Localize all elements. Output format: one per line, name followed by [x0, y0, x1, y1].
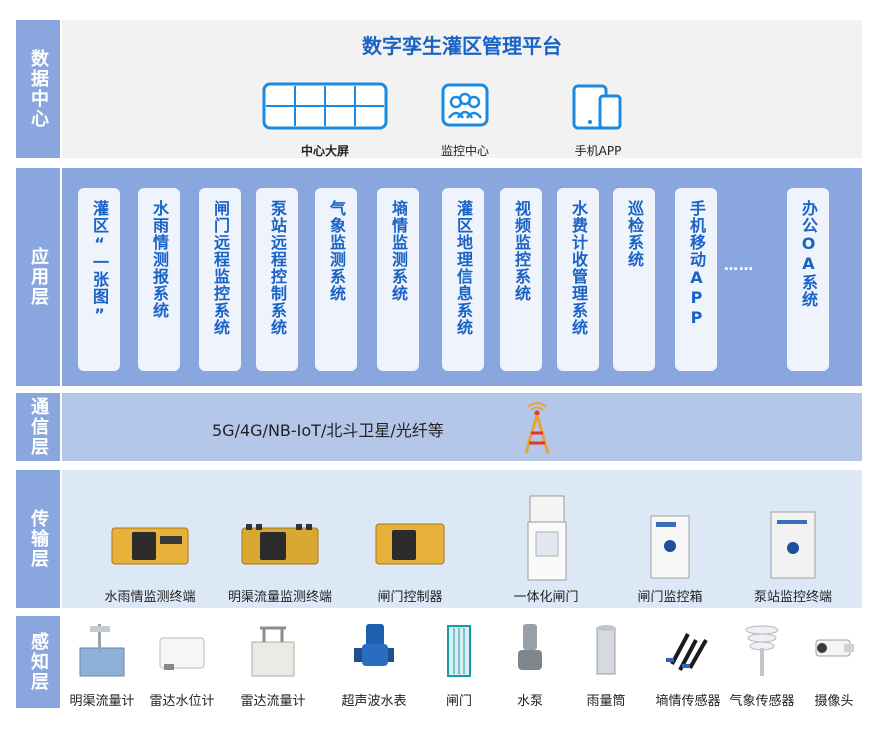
app-card-pump-remote: 泵站远程控制系统 [256, 188, 298, 371]
radar-level-meter-icon [159, 637, 205, 670]
communication-text: 5G/4G/NB-IoT/北斗卫星/光纤等 [212, 421, 444, 440]
channel-flow-meter-icon [79, 624, 125, 677]
gate-sensor: 闸门 [444, 620, 474, 709]
monitor-center-icon [441, 83, 489, 127]
layer-label-application: 应用层 [16, 168, 60, 386]
app-card-mobile-app: 手机移动APP [675, 188, 717, 371]
pump-station-terminal-icon [770, 511, 816, 579]
monitor-center-label: 监控中心 [440, 144, 489, 158]
gate-icon [447, 625, 471, 677]
rain-gauge: 雨量筒 [586, 620, 626, 709]
camera: 摄像头 [810, 620, 858, 709]
big-screen-icon [262, 82, 388, 130]
radar-flow-meter-icon [251, 626, 295, 677]
gate-monitor-box: 闸门监控箱 [637, 514, 703, 605]
pump-icon [518, 624, 542, 670]
radar-level-meter: 雷达水位计 [149, 620, 215, 709]
channel-flow-meter: 明渠流量计 [69, 620, 135, 709]
layer-label-data-center: 数据中心 [16, 20, 60, 158]
gate-controller: 闸门控制器 [374, 518, 446, 605]
app-card-inspection: 巡检系统 [613, 188, 655, 371]
communication-panel: 5G/4G/NB-IoT/北斗卫星/光纤等 [62, 393, 862, 461]
transmission-panel: 水雨情监测终端 明渠流量监测终端 闸门控制器 一体化闸门 闸门监控箱 [62, 470, 862, 608]
mobile-app-label: 手机APP [574, 144, 622, 158]
app-card-irrigation-map: 灌区“一张图” [78, 188, 120, 371]
app-card-water-fee: 水费计收管理系统 [557, 188, 599, 371]
layer-label-communication: 通信层 [16, 393, 60, 461]
signal-tower-icon [524, 402, 550, 454]
app-card-video: 视频监控系统 [500, 188, 542, 371]
application-panel: 灌区“一张图” 水雨情测报系统 闸门远程监控系统 泵站远程控制系统 气象监测系统… [62, 168, 862, 386]
platform-title: 数字孪生灌区管理平台 [362, 34, 562, 58]
terminal-device-icon [111, 527, 189, 565]
app-card-weather: 气象监测系统 [315, 188, 357, 371]
integrated-gate-icon [527, 495, 567, 581]
mobile-app-icon [572, 84, 622, 130]
weather-sensor-icon [745, 625, 779, 676]
weather-sensor: 气象传感器 [729, 620, 795, 709]
terminal-device-icon [241, 524, 319, 565]
data-center-panel: 数字孪生灌区管理平台 中心大屏 监控中心 手机APP [62, 20, 862, 158]
big-screen-item: 中心大屏 [262, 82, 388, 159]
integrated-gate: 一体化闸门 [513, 492, 579, 605]
app-card-gate-remote: 闸门远程监控系统 [199, 188, 241, 371]
layer-label-sensing: 感知层 [16, 616, 60, 708]
app-card-rain-water: 水雨情测报系统 [138, 188, 180, 371]
gate-controller-icon [375, 523, 445, 565]
channel-flow-terminal: 明渠流量监测终端 [228, 520, 332, 605]
big-screen-label: 中心大屏 [300, 144, 349, 158]
camera-icon [815, 639, 854, 657]
radar-flow-meter: 雷达流量计 [240, 620, 306, 709]
soil-sensor-icon [666, 633, 708, 671]
ultrasonic-water-meter: 超声波水表 [341, 620, 407, 709]
more-apps-ellipsis: …… [724, 258, 754, 274]
app-card-office-oa: 办公OA系统 [787, 188, 829, 371]
soil-moisture-sensor: 墒情传感器 [655, 620, 721, 709]
monitor-center-item: 监控中心 [440, 82, 490, 159]
pump-station-terminal: 泵站监控终端 [754, 510, 832, 605]
mobile-app-item: 手机APP [570, 82, 626, 159]
water-pump: 水泵 [514, 620, 546, 709]
app-card-gis: 灌区地理信息系统 [442, 188, 484, 371]
gate-monitor-box-icon [650, 515, 690, 579]
rain-water-terminal: 水雨情监测终端 [104, 520, 196, 605]
rain-gauge-icon [596, 625, 616, 675]
water-meter-icon [354, 624, 394, 666]
app-card-soil-moisture: 墒情监测系统 [377, 188, 419, 371]
layer-label-transmission: 传输层 [16, 470, 60, 608]
